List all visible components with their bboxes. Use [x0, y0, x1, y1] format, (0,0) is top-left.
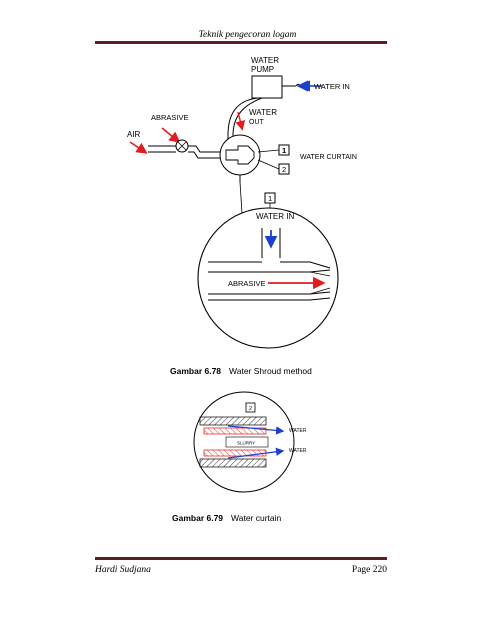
abrasive-arrow — [161, 127, 181, 144]
label-water-in-top: WATER IN — [314, 82, 350, 91]
label-water-out-1: WATER — [249, 108, 277, 117]
figure-6-79: 2 SLURRY WATER WATER — [193, 391, 307, 493]
label-water-out-2: OUT — [249, 119, 265, 126]
label-water-curtain: WATER CURTAIN — [300, 154, 357, 161]
svg-text:2: 2 — [249, 406, 252, 412]
caption-number: Gambar 6.79 — [172, 513, 224, 523]
svg-text:1: 1 — [282, 146, 286, 155]
label-abrasive-top: ABRASIVE — [151, 113, 189, 122]
callout-box-2-fig2 — [245, 402, 256, 413]
water-pump-box — [251, 75, 283, 99]
label-water-pump-1: WATER — [251, 56, 279, 65]
label-slurry: SLURRY — [237, 441, 255, 446]
caption-fig-6-78: Gambar 6.78 Water Shroud method — [170, 366, 312, 376]
water-out-arrow — [235, 111, 246, 131]
caption-number: Gambar 6.78 — [170, 366, 222, 376]
label-air: AIR — [127, 130, 141, 139]
label-abrasive-detail: ABRASIVE — [228, 279, 266, 288]
water-top-arrow — [227, 425, 285, 435]
air-arrow — [129, 141, 148, 154]
slurry-channel — [225, 436, 269, 448]
caption-fig-6-79: Gambar 6.79 Water curtain — [172, 513, 281, 523]
outer-wall-top — [199, 416, 267, 426]
footer-author: Hardi Sudjana — [95, 565, 151, 575]
detail-circle — [197, 207, 339, 349]
svg-text:1: 1 — [268, 194, 272, 203]
page-header: Teknik pengecoran logam — [198, 30, 297, 40]
figure-6-78: WATER PUMP WATER IN WATER OUT ABRASIVE A… — [127, 56, 357, 349]
svg-text:2: 2 — [282, 165, 286, 174]
caption-text: Water curtain — [231, 513, 282, 523]
caption-text: Water Shroud method — [229, 366, 312, 376]
air-hose — [148, 145, 224, 153]
inner-liner-top — [203, 427, 267, 435]
label-water-in-detail: WATER IN — [256, 212, 294, 221]
footer-page-number: Page 220 — [351, 565, 387, 575]
header-rule — [95, 41, 387, 44]
outer-wall-bottom — [199, 458, 267, 468]
footer-rule — [95, 557, 387, 560]
label-water-pump-2: PUMP — [251, 65, 274, 74]
water-hose — [227, 97, 259, 150]
label-water-bottom: WATER — [289, 448, 307, 454]
label-water-top: WATER — [289, 428, 307, 434]
inner-liner-bottom — [203, 449, 267, 457]
water-bottom-arrow — [227, 447, 285, 459]
